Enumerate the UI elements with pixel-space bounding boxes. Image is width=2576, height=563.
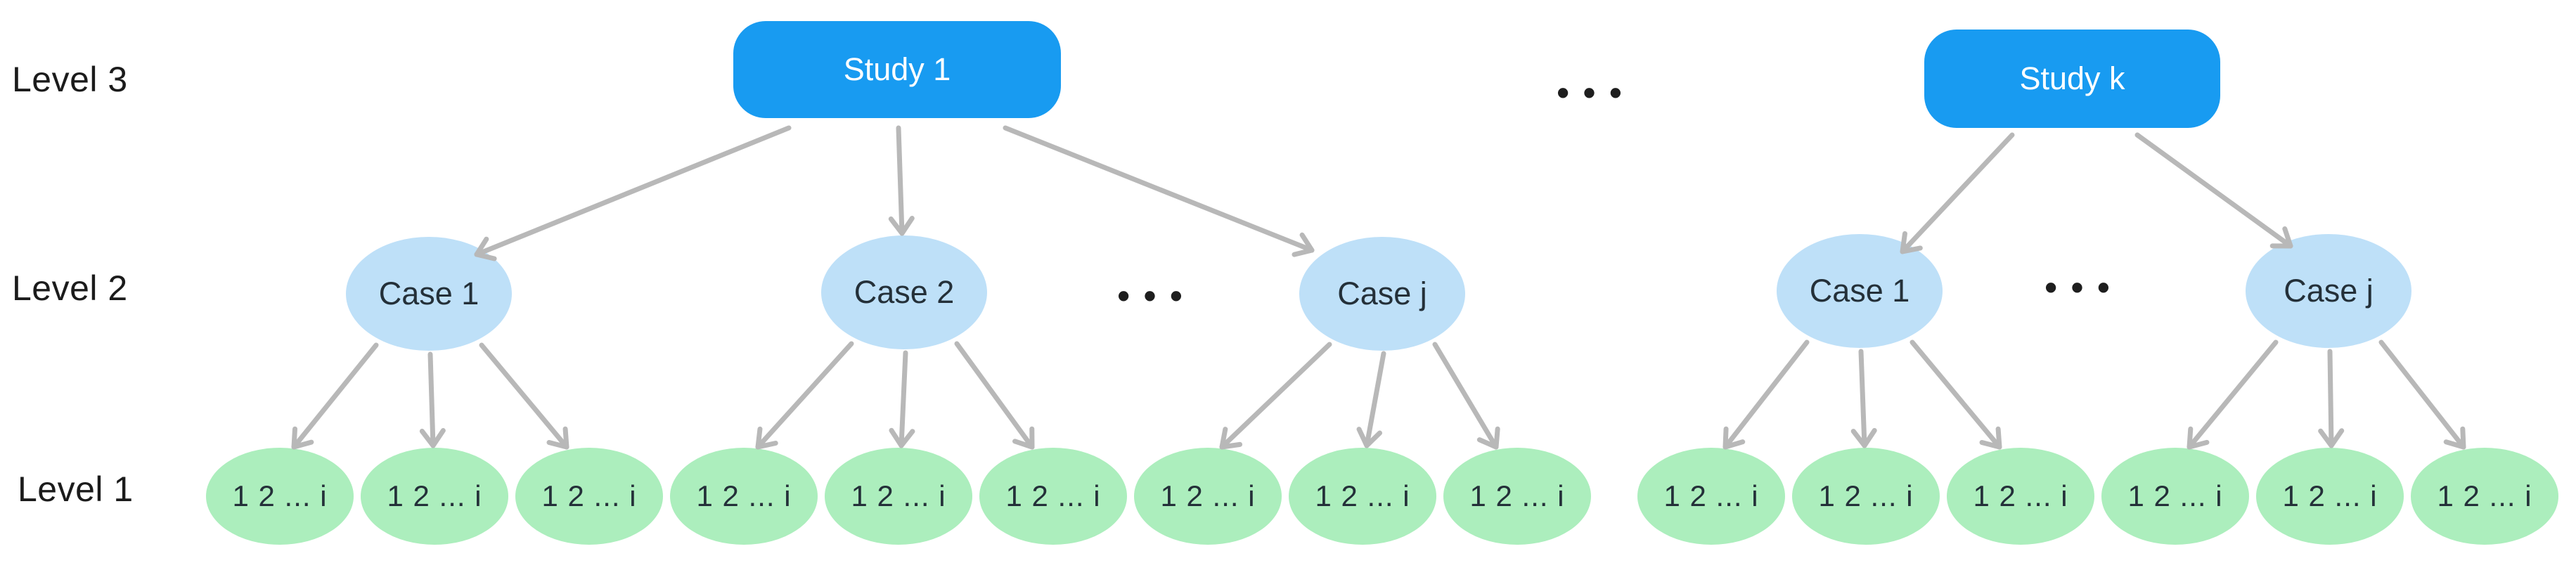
ellipsis-level3: • • • xyxy=(1557,73,1624,112)
case-2-node: Case 2 xyxy=(821,235,987,349)
leaf-node: 1 2 ... i xyxy=(1443,448,1591,545)
leaf-node: 1 2 ... i xyxy=(1134,448,1282,545)
leaf-node: 1 2 ... i xyxy=(2101,448,2249,545)
case-j-right-node: Case j xyxy=(2246,234,2411,348)
leaf-node: 1 2 ... i xyxy=(1637,448,1785,545)
study-k-node: Study k xyxy=(1924,30,2220,128)
ellipsis-level2-right: • • • xyxy=(2044,268,2112,307)
leaf-node: 1 2 ... i xyxy=(2256,448,2404,545)
leaf-node: 1 2 ... i xyxy=(1792,448,1940,545)
leaf-node: 1 2 ... i xyxy=(1947,448,2094,545)
leaf-node: 1 2 ... i xyxy=(670,448,818,545)
leaf-node: 1 2 ... i xyxy=(206,448,354,545)
case-1-left-node: Case 1 xyxy=(346,237,512,351)
leaf-node: 1 2 ... i xyxy=(2411,448,2558,545)
case-1-right-node: Case 1 xyxy=(1777,234,1943,348)
level-3-label: Level 3 xyxy=(12,60,128,99)
leaf-node: 1 2 ... i xyxy=(515,448,663,545)
level-2-label: Level 2 xyxy=(12,268,128,308)
leaf-node: 1 2 ... i xyxy=(825,448,972,545)
leaf-node: 1 2 ... i xyxy=(361,448,508,545)
leaf-node: 1 2 ... i xyxy=(1289,448,1436,545)
level-1-label: Level 1 xyxy=(18,470,134,509)
case-j-left-node: Case j xyxy=(1299,237,1465,351)
study-1-node: Study 1 xyxy=(733,21,1061,118)
leaf-node: 1 2 ... i xyxy=(979,448,1127,545)
ellipsis-level2-left: • • • xyxy=(1117,276,1185,316)
